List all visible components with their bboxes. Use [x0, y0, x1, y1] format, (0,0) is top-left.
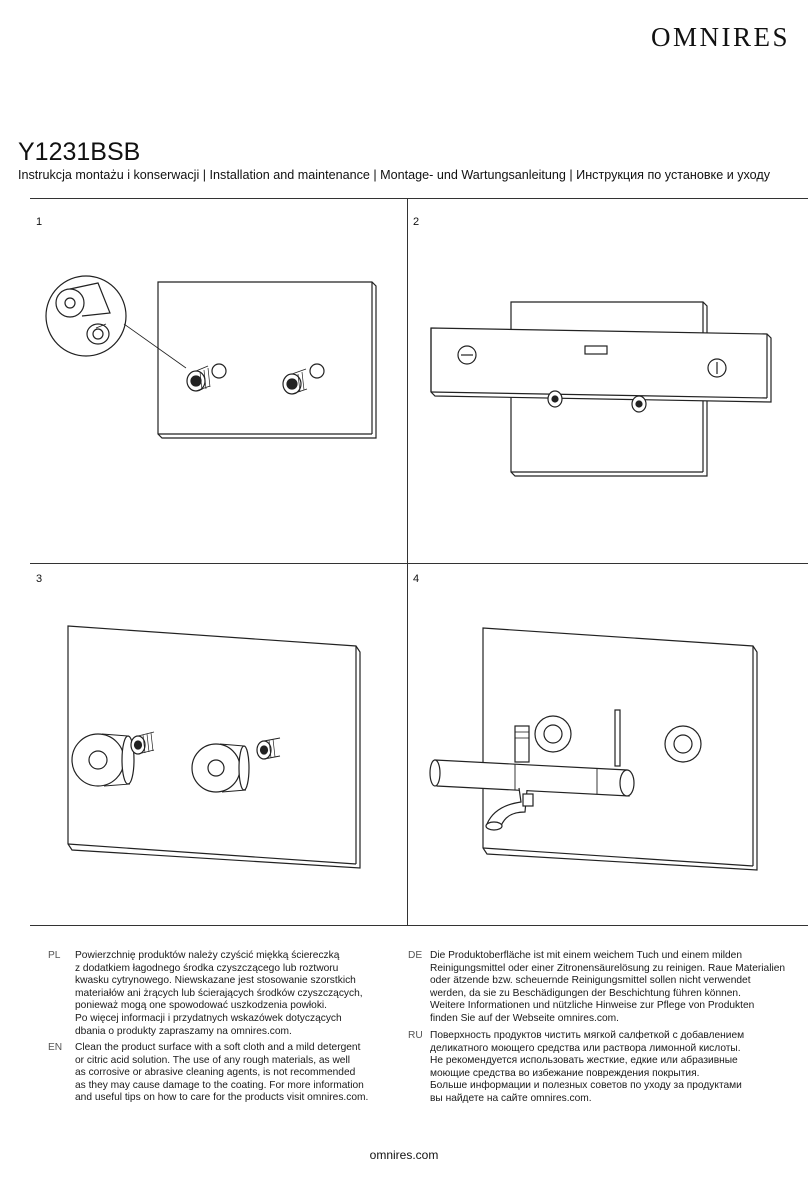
steps-grid: 1 2 3 4: [30, 198, 808, 926]
lang-label-pl: PL: [48, 950, 61, 961]
step-4-illustration: [429, 627, 758, 871]
text-line: as they may cause damage to the coating.…: [75, 1079, 364, 1091]
step-number-1: 1: [36, 216, 43, 228]
text-line: and useful tips on how to care for the p…: [75, 1092, 369, 1104]
step-number-3: 3: [36, 573, 43, 585]
text-line: kwasku cytrynowego. Niewskazane jest sto…: [75, 975, 356, 987]
grid-line-vertical: [407, 198, 408, 926]
text-line: моющие средства во избежание повреждения…: [430, 1067, 700, 1079]
text-line: Die Produktoberfläche ist mit einem weic…: [430, 950, 742, 961]
text-line: Po więcej informacji i przydatnych wskaz…: [75, 1012, 342, 1024]
maintenance-text-de: Die Produktoberfläche ist mit einem weic…: [430, 950, 785, 1026]
step-2-illustration: [430, 301, 772, 477]
text-line: oder ätzende bzw. scheuernde Reinigungsm…: [430, 975, 751, 987]
text-line: werden, da sie zu Beschädigungen der Bes…: [430, 987, 741, 999]
text-line: ponieważ mogą one spowodować uszkodzenia…: [75, 1000, 328, 1012]
lang-label-ru: RU: [408, 1030, 423, 1041]
maintenance-text-ru: Поверхность продуктов чистить мягкой сал…: [430, 1030, 744, 1106]
text-line: деликатного моющего средства или раствор…: [430, 1042, 741, 1054]
text-line: Не рекомендуется использовать жесткие, е…: [430, 1055, 738, 1067]
text-line: вы найдете на сайте omnires.com.: [430, 1092, 592, 1104]
text-line: Reinigungsmittel oder einer Zitronensäur…: [430, 962, 786, 974]
footer-website: omnires.com: [369, 1148, 439, 1162]
text-line: Поверхность продуктов чистить мягкой сал…: [430, 1030, 745, 1041]
text-line: Больше информации и полезных советов по …: [430, 1080, 742, 1092]
text-line: or citric acid solution. The use of any …: [75, 1054, 351, 1066]
text-line: materiałów ani żrących lub ścierających …: [75, 987, 363, 999]
text-line: Weitere Informationen und nützliche Hinw…: [430, 1000, 755, 1012]
lang-label-en: EN: [48, 1042, 63, 1053]
step-3-illustration: [67, 625, 361, 869]
text-line: finden Sie auf der Webseite omnires.com.: [430, 1012, 619, 1024]
text-line: Clean the product surface with a soft cl…: [75, 1042, 361, 1053]
text-line: z dodatkiem łagodnego środka czyszcząceg…: [75, 962, 339, 974]
text-line: as corrosive or abrasive cleaning agents…: [75, 1067, 356, 1079]
brand-logo: OMNIRES: [650, 22, 790, 52]
lang-label-de: DE: [408, 950, 423, 961]
maintenance-text-en: Clean the product surface with a soft cl…: [75, 1042, 368, 1105]
product-code: Y1231BSB: [18, 138, 141, 166]
grid-line-bottom: [30, 925, 808, 926]
grid-line-middle: [30, 563, 808, 564]
grid-line-top: [30, 198, 808, 199]
step-number-2: 2: [413, 216, 420, 228]
text-line: dbania o produkty zapraszamy na omnires.…: [75, 1025, 292, 1037]
maintenance-section: PL Powierzchnię produktów należy czyścić…: [30, 948, 808, 1108]
step-1-illustration: [45, 275, 377, 439]
maintenance-text-pl: Powierzchnię produktów należy czyścić mi…: [75, 950, 363, 1038]
document-subtitle: Instrukcja montażu i konserwacji | Insta…: [18, 168, 771, 182]
text-line: Powierzchnię produktów należy czyścić mi…: [75, 950, 340, 961]
step-number-4: 4: [413, 573, 420, 585]
